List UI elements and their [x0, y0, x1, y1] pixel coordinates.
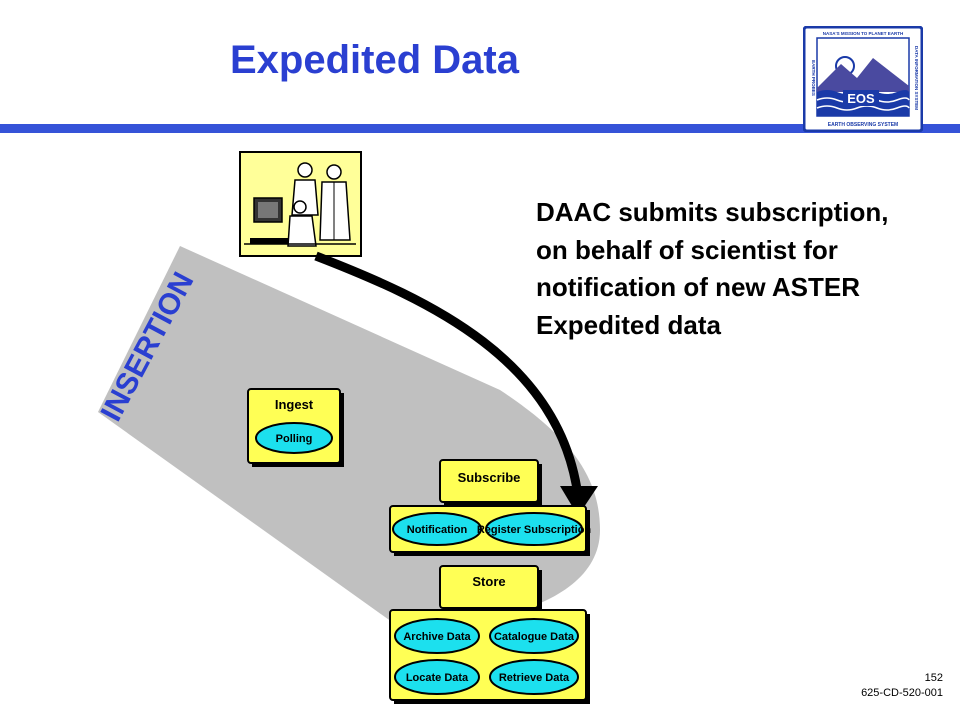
- description-text: DAAC submits subscription, on behalf of …: [536, 197, 889, 340]
- ingest-box: Ingest Polling: [247, 388, 344, 467]
- notification-label: Notification: [407, 524, 468, 536]
- subscription-arrow: [314, 251, 583, 497]
- logo-left-text: EARTH PROBES: [811, 60, 816, 96]
- polling-oval: [255, 422, 333, 454]
- archive-data-oval: [394, 618, 480, 654]
- logo-top-text: NASA'S MISSION TO PLANET EARTH: [823, 31, 904, 36]
- scientist-illustration: [239, 151, 362, 257]
- locate-data-label: Locate Data: [406, 672, 469, 684]
- subscribe-label: Subscribe: [458, 470, 521, 485]
- slide-title: Expedited Data: [230, 38, 519, 82]
- document-id: 625-CD-520-001: [861, 687, 943, 699]
- ingest-label: Ingest: [275, 397, 314, 412]
- locate-data-oval: [394, 659, 480, 695]
- notification-oval: [392, 512, 482, 546]
- page-number: 152: [924, 672, 943, 684]
- archive-data-label: Archive Data: [403, 631, 471, 643]
- store-label: Store: [472, 574, 505, 589]
- store-box: Store Archive Data Catalogue Data Locate…: [389, 565, 590, 704]
- eos-logo: EOS NASA'S MISSION TO PLANET EARTH EARTH…: [803, 26, 923, 132]
- catalogue-data-oval: [489, 618, 579, 654]
- subscribe-box: Subscribe Notification Register Subscrip…: [389, 459, 592, 556]
- retrieve-data-label: Retrieve Data: [499, 672, 570, 684]
- polling-label: Polling: [276, 433, 313, 445]
- logo-bottom-text: EARTH OBSERVING SYSTEM: [828, 122, 898, 128]
- page-footer: 152 625-CD-520-001: [861, 671, 943, 701]
- logo-center-text: EOS: [847, 91, 875, 106]
- retrieve-data-oval: [489, 659, 579, 695]
- register-subscription-oval: [485, 512, 583, 546]
- catalogue-data-label: Catalogue Data: [494, 631, 575, 643]
- title-rule: [0, 124, 960, 133]
- register-subscription-label: Register Subscription: [477, 524, 592, 536]
- logo-right-text: DATA INFORMATION SYSTEM: [914, 46, 919, 110]
- arrow-head: [560, 486, 598, 516]
